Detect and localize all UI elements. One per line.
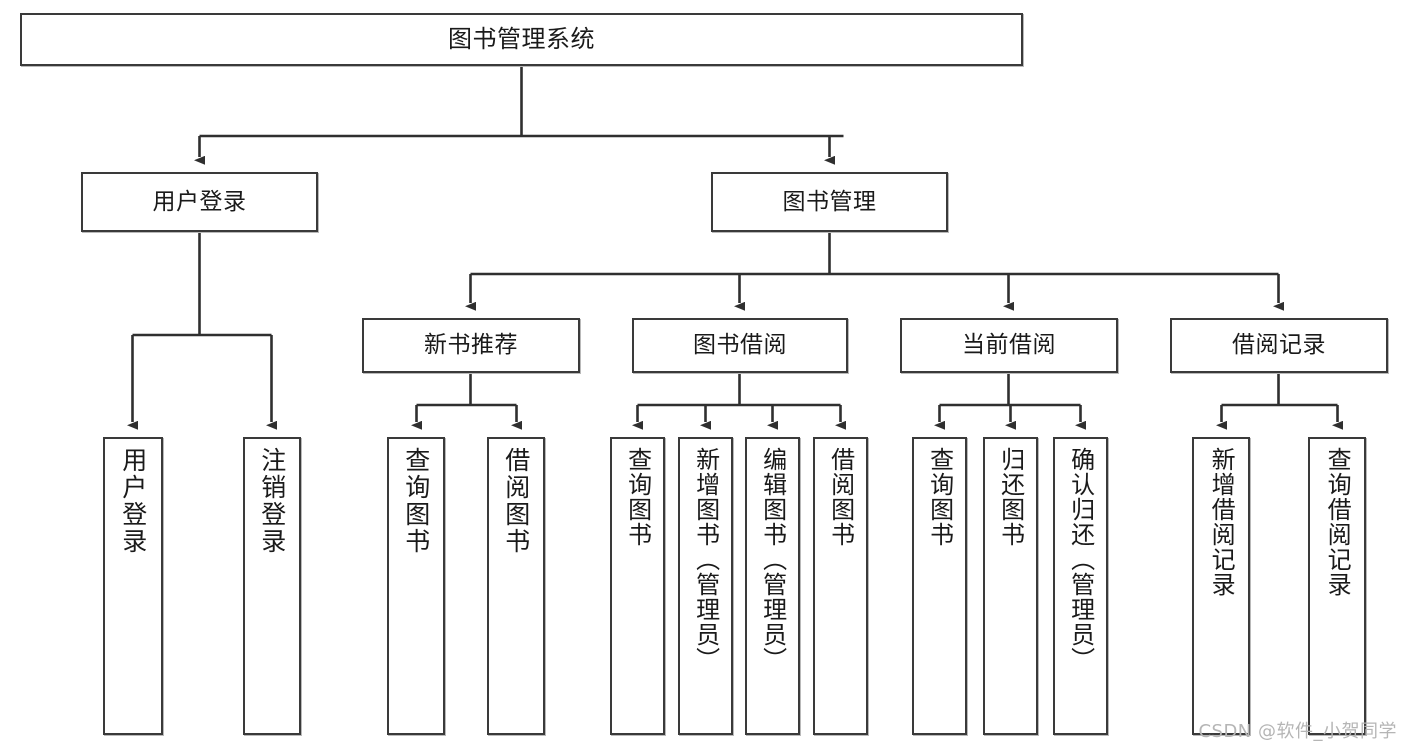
- node-root-label: 图书管理系统: [448, 24, 595, 53]
- leaf-user-login[interactable]: 用户登录: [103, 437, 163, 735]
- leaf-query-borrow-record[interactable]: 查询借阅记录: [1308, 437, 1366, 735]
- node-new-book-recommend[interactable]: 新书推荐: [362, 318, 580, 373]
- leaf-logout[interactable]: 注销登录: [243, 437, 301, 735]
- leaf-borrow-book-newbook[interactable]: 借阅图书: [487, 437, 545, 735]
- leaf-return-book-label: 归还图书: [996, 447, 1025, 547]
- leaf-query-book-current-label: 查询图书: [925, 447, 954, 547]
- leaf-borrow-book-borrow-label: 借阅图书: [826, 447, 855, 547]
- leaf-confirm-return-admin[interactable]: 确认归还（管理员）: [1053, 437, 1108, 735]
- node-root[interactable]: 图书管理系统: [20, 13, 1023, 66]
- leaf-query-book-newbook-label: 查询图书: [401, 447, 431, 555]
- node-borrow-record-label: 借阅记录: [1232, 332, 1326, 359]
- leaf-add-book-admin[interactable]: 新增图书（管理员）: [678, 437, 733, 735]
- node-book-borrow-label: 图书借阅: [693, 332, 787, 359]
- watermark: CSDN @软件_小贺同学: [1198, 721, 1397, 742]
- leaf-user-login-label: 用户登录: [118, 447, 148, 555]
- leaf-add-borrow-record[interactable]: 新增借阅记录: [1192, 437, 1250, 735]
- node-book-management[interactable]: 图书管理: [711, 172, 948, 232]
- leaf-query-book-borrow[interactable]: 查询图书: [610, 437, 665, 735]
- leaf-query-borrow-record-label: 查询借阅记录: [1323, 447, 1352, 597]
- node-new-book-recommend-label: 新书推荐: [424, 332, 518, 359]
- leaf-edit-book-admin-label: 编辑图书（管理员）: [758, 447, 787, 672]
- leaf-confirm-return-admin-label: 确认归还（管理员）: [1066, 447, 1095, 672]
- leaf-add-book-admin-label: 新增图书（管理员）: [691, 447, 720, 672]
- leaf-edit-book-admin[interactable]: 编辑图书（管理员）: [745, 437, 800, 735]
- node-user-login[interactable]: 用户登录: [81, 172, 318, 232]
- node-user-login-label: 用户登录: [152, 188, 247, 215]
- leaf-borrow-book-newbook-label: 借阅图书: [501, 447, 531, 555]
- leaf-logout-label: 注销登录: [257, 447, 287, 555]
- leaf-query-book-borrow-label: 查询图书: [623, 447, 652, 547]
- leaf-query-book-newbook[interactable]: 查询图书: [387, 437, 445, 735]
- leaf-borrow-book-borrow[interactable]: 借阅图书: [813, 437, 868, 735]
- node-current-borrow-label: 当前借阅: [962, 332, 1056, 359]
- node-book-borrow[interactable]: 图书借阅: [632, 318, 848, 373]
- node-current-borrow[interactable]: 当前借阅: [900, 318, 1118, 373]
- node-borrow-record[interactable]: 借阅记录: [1170, 318, 1388, 373]
- node-book-management-label: 图书管理: [782, 188, 877, 215]
- leaf-query-book-current[interactable]: 查询图书: [912, 437, 967, 735]
- leaf-return-book[interactable]: 归还图书: [983, 437, 1038, 735]
- leaf-add-borrow-record-label: 新增借阅记录: [1207, 447, 1236, 597]
